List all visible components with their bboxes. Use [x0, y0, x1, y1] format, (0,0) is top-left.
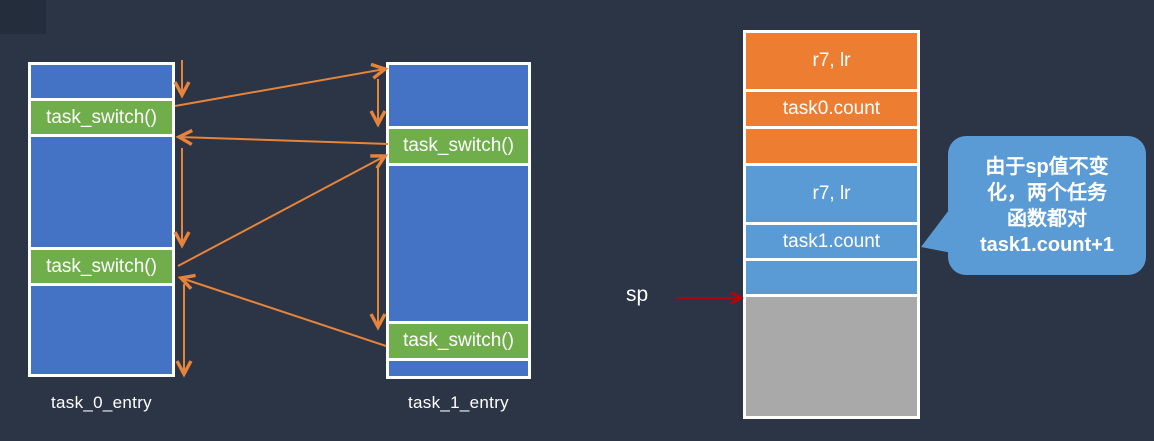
stack-cell-task0-blank	[746, 129, 917, 163]
task1-code-block-bottom	[389, 361, 528, 376]
callout-line: 由于sp值不变	[985, 155, 1109, 178]
task0-code-block-middle	[31, 137, 172, 247]
stack-cell-free-space	[746, 297, 917, 416]
task0-switch-call-1: task_switch()	[31, 101, 172, 134]
arrow-switch-back-to-task0-bottom	[177, 273, 387, 347]
task1-switch-call-1: task_switch()	[389, 129, 528, 163]
arrow-switch-back-to-task0	[175, 128, 389, 146]
task1-code-block-middle	[389, 166, 528, 321]
arrow-switch-to-task1-start	[174, 62, 389, 107]
stack-cell-r7lr-task1: r7, lr	[746, 166, 917, 222]
task0-code-block-bottom	[31, 286, 172, 374]
stack-cell-r7lr-task0: r7, lr	[746, 33, 917, 89]
sp-register-label: sp	[626, 283, 649, 306]
task1-entry-column: task_switch() task_switch()	[386, 62, 531, 379]
task1-code-block-top	[389, 65, 528, 126]
task1-switch-call-2: task_switch()	[389, 324, 528, 358]
corner-shade	[0, 0, 46, 34]
callout-line: 化，两个任务	[987, 181, 1107, 204]
shared-stack: r7, lr task0.count r7, lr task1.count	[743, 30, 920, 419]
stack-cell-task0-count: task0.count	[746, 92, 917, 126]
task0-entry-label: task_0_entry	[51, 393, 152, 412]
task0-entry-column: task_switch() task_switch()	[28, 62, 175, 377]
stack-cell-task1-count: task1.count	[746, 225, 917, 258]
callout-line: 函数都对	[1007, 207, 1087, 230]
task0-code-block-top	[31, 65, 172, 98]
task0-switch-call-2: task_switch()	[31, 250, 172, 283]
task1-entry-label: task_1_entry	[408, 393, 509, 412]
sp-callout-bubble: 由于sp值不变 化，两个任务 函数都对 task1.count+1	[948, 136, 1146, 275]
arrow-switch-to-task1-mid	[177, 154, 389, 267]
callout-line: task1.count+1	[980, 233, 1114, 256]
stack-cell-task1-blank	[746, 261, 917, 294]
